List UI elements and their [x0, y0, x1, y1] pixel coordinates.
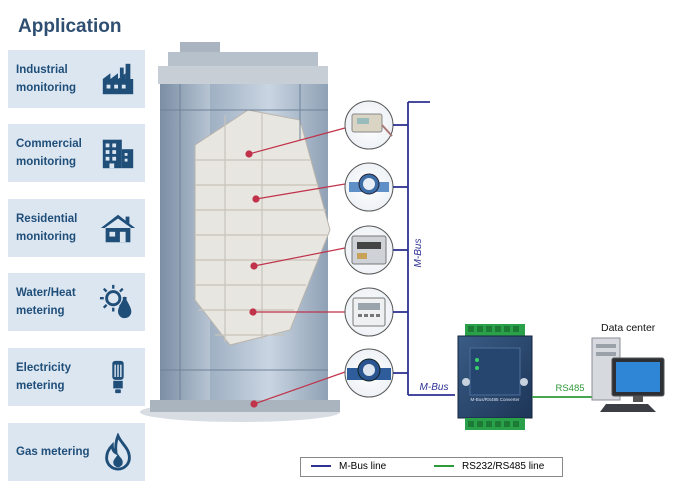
legend-item-rs: RS232/RS485 line — [434, 461, 544, 472]
gas-meter-device — [344, 225, 394, 275]
large-water-meter-device — [344, 348, 394, 398]
app-item-industrial: Industrial monitoring — [8, 50, 145, 108]
app-label: Commercial monitoring — [16, 138, 82, 168]
mbus-rs485-converter: M-Bus/RS485 Converter — [457, 324, 533, 430]
rs485-label: RS485 — [555, 383, 584, 394]
mbus-lines — [393, 101, 455, 396]
app-label: Gas metering — [16, 446, 90, 458]
building-illustration — [140, 42, 340, 422]
mbus-horizontal-label: M-Bus — [420, 382, 449, 393]
app-item-residential: Residential monitoring — [8, 199, 145, 257]
computer-icon — [591, 337, 665, 412]
legend-swatch-rs — [434, 465, 454, 468]
light-bulb-icon — [112, 360, 124, 394]
legend: M-Bus line RS232/RS485 line — [300, 457, 563, 477]
water-sun-icon — [99, 284, 132, 319]
app-item-water-heat: Water/Heat metering — [8, 273, 145, 331]
legend-label-mbus: M-Bus line — [339, 461, 387, 472]
data-center-label: Data center — [601, 322, 656, 334]
meter-circles — [344, 100, 394, 398]
app-label: Electricity metering — [16, 362, 71, 392]
app-item-gas: Gas metering — [8, 423, 145, 481]
electricity-meter-device — [344, 287, 394, 337]
app-item-electricity: Electricity metering — [8, 348, 145, 406]
page-title: Application — [18, 16, 122, 37]
office-building-icon — [102, 139, 134, 169]
factory-icon — [102, 63, 134, 95]
water-meter-device — [344, 162, 394, 212]
flame-icon — [105, 433, 131, 471]
app-label: Residential monitoring — [16, 213, 78, 243]
legend-item-mbus: M-Bus line — [311, 461, 386, 472]
app-label: Water/Heat metering — [16, 287, 76, 317]
house-icon — [100, 214, 136, 243]
app-label: Industrial monitoring — [16, 64, 77, 94]
mbus-vertical-label: M-Bus — [413, 239, 424, 268]
legend-swatch-mbus — [311, 465, 331, 468]
legend-label-rs: RS232/RS485 line — [462, 461, 545, 472]
heat-meter-device — [344, 100, 394, 150]
converter-label: M-Bus/RS485 Converter — [470, 397, 520, 402]
app-item-commercial: Commercial monitoring — [8, 124, 145, 182]
